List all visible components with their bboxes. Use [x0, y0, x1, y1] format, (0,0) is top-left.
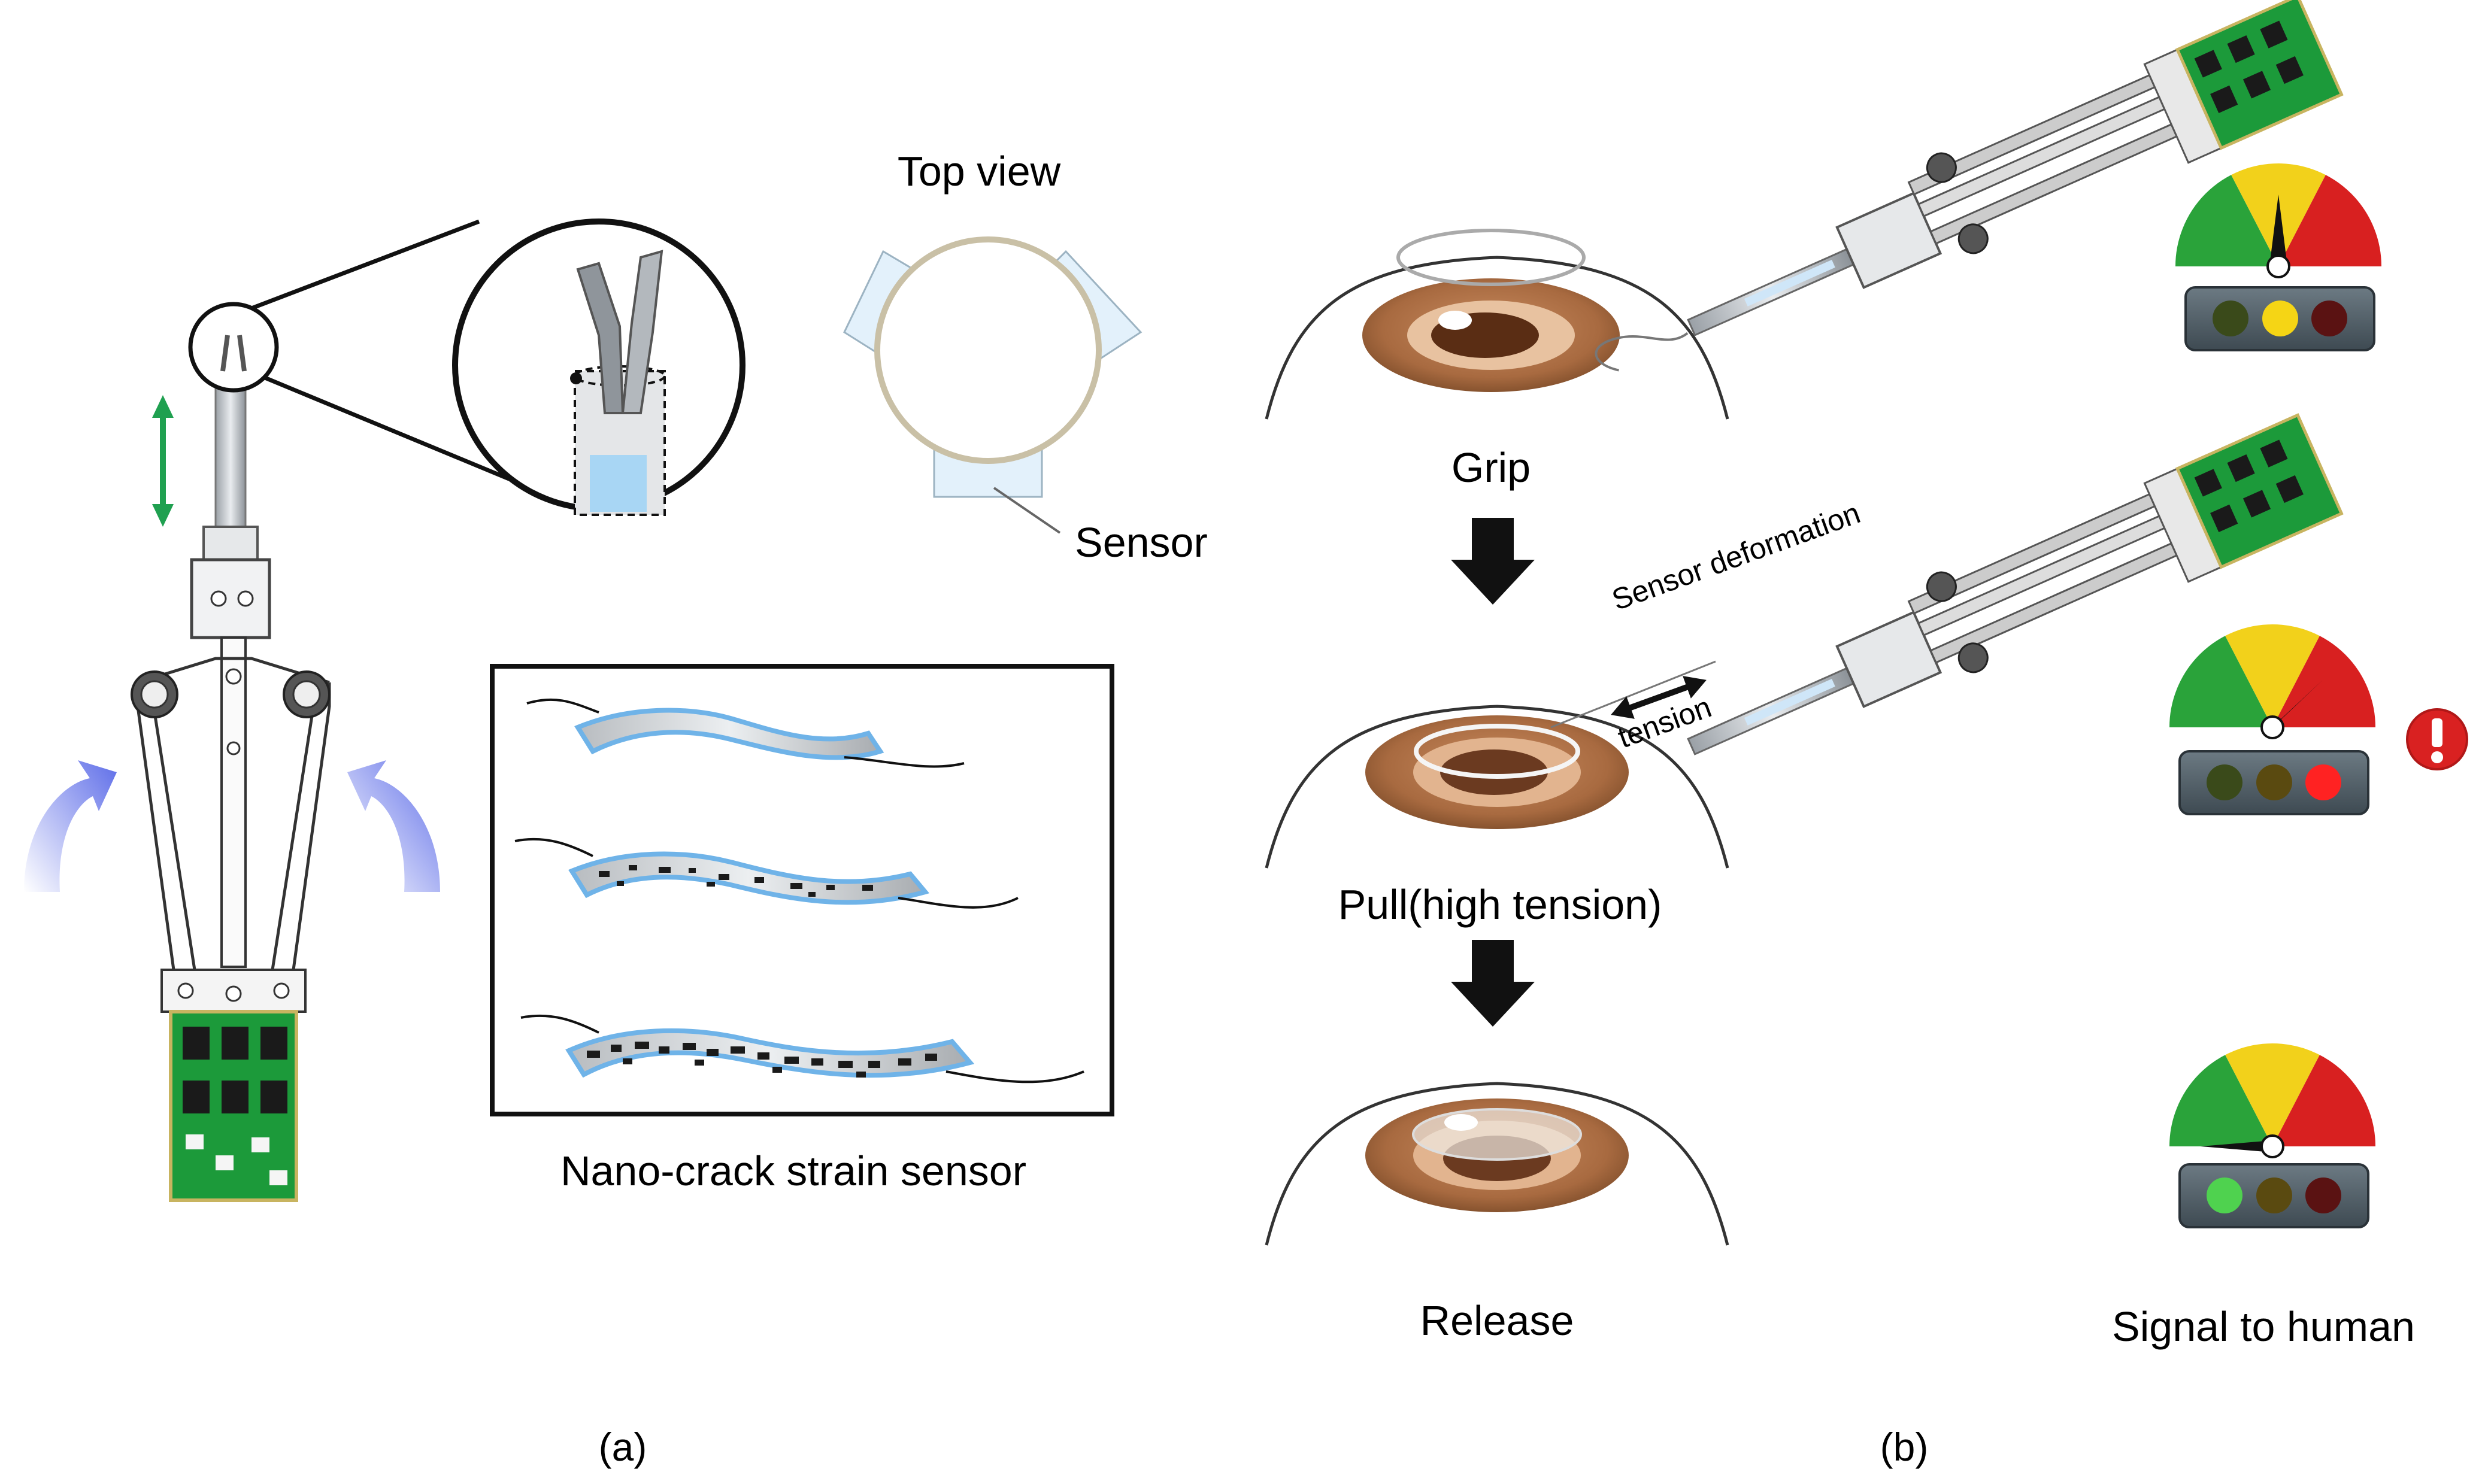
sensor-label: Sensor — [1075, 519, 1208, 566]
eye-grip — [1265, 229, 1729, 420]
step-caption-pull: Pull(high tension) — [1338, 881, 1662, 928]
strain-strip-2 — [514, 837, 1019, 909]
pivot-right — [283, 670, 331, 718]
top-view-diagram — [843, 236, 1143, 534]
zoom-line-bottom — [262, 375, 510, 481]
panel-a-label: (a) — [599, 1425, 647, 1469]
eye-pull — [1265, 660, 1729, 869]
signal-caption: Signal to human — [2112, 1303, 2415, 1350]
step-caption-grip: Grip — [1451, 444, 1531, 491]
traffic-light-grip — [2184, 286, 2375, 351]
zoom-line-top — [250, 219, 480, 311]
panel-a: Top view Sensor — [24, 148, 1208, 1469]
panel-b: Grip Pull(high tension) Release — [1265, 0, 2468, 1469]
green-double-arrow — [152, 395, 174, 527]
gauge-release — [2166, 1040, 2379, 1158]
sensor-deformation-label: Sensor deformation — [1608, 496, 1865, 617]
strain-strip-3 — [520, 1014, 1084, 1084]
gripper-device — [131, 302, 331, 1202]
gripper-grip — [1595, 0, 2344, 372]
zoom-circle — [452, 218, 746, 516]
gripper-pull — [1687, 413, 2344, 755]
blue-curved-arrow-right — [347, 760, 440, 892]
pivot-left — [131, 670, 178, 718]
flow-arrow-2 — [1451, 940, 1535, 1027]
strain-strip-1 — [526, 698, 965, 768]
nano-crack-inset — [490, 664, 1114, 1116]
eye-release — [1265, 1082, 1729, 1246]
warning-icon — [2406, 708, 2468, 770]
top-view-label: Top view — [898, 148, 1061, 195]
traffic-light-pull — [2178, 750, 2369, 815]
flow-arrow-1 — [1451, 518, 1535, 605]
tension-double-arrow — [1611, 676, 1707, 719]
step-caption-release: Release — [1420, 1297, 1574, 1344]
traffic-light-release — [2178, 1163, 2369, 1228]
gauge-grip — [2172, 160, 2385, 278]
panel-b-label: (b) — [1880, 1425, 1929, 1469]
pcb-board — [169, 1010, 298, 1202]
inset-caption: Nano-crack strain sensor — [560, 1148, 1026, 1194]
blue-curved-arrow-left — [24, 760, 117, 892]
gauge-pull — [2166, 621, 2379, 739]
